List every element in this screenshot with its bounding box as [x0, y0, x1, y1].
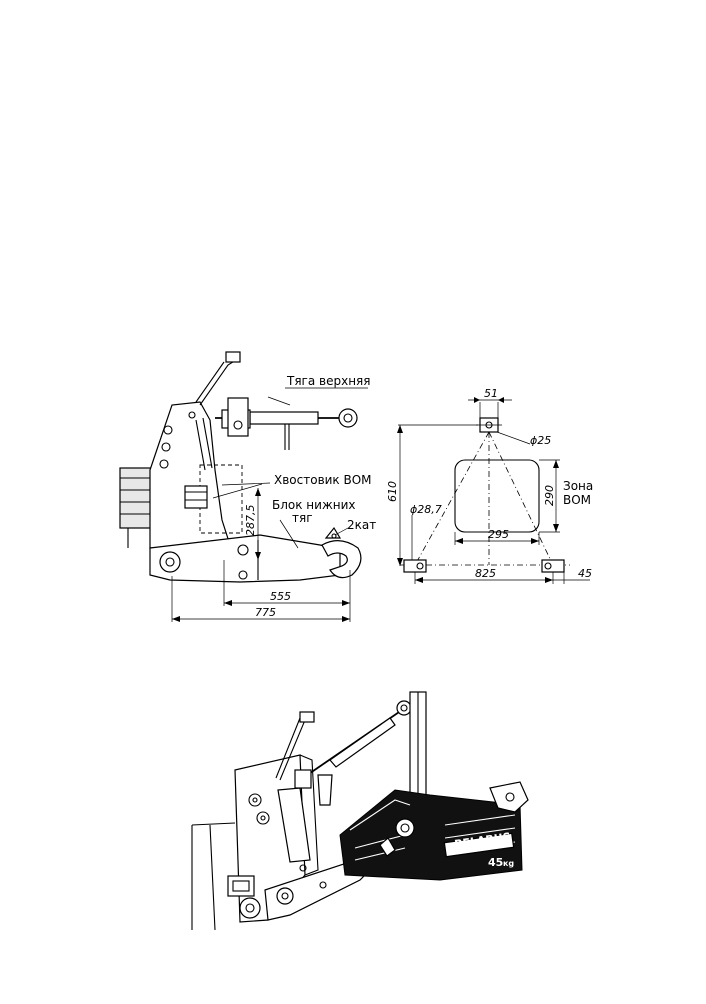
dim-zone-height: 290: [543, 485, 556, 506]
weight-mass: 45: [488, 856, 503, 869]
front-view-drawing: [397, 397, 590, 584]
dim-lower-hole: ϕ28,7: [410, 503, 442, 516]
label-zone-2: ВОМ: [563, 493, 591, 507]
dim-offset: 45: [578, 567, 592, 580]
label-zone-1: Зона: [563, 479, 593, 493]
label-lower-links-2: тяг: [292, 511, 313, 525]
side-view-drawing: [119, 351, 368, 622]
dim-pto-height: 287,5: [244, 505, 257, 537]
dim-top-width: 51: [484, 387, 498, 400]
dim-reach-inner: 555: [270, 590, 291, 603]
dim-top-hole: ϕ25: [530, 434, 551, 447]
label-upper-link: Тяга верхняя: [286, 374, 370, 388]
perspective-upper-link: [329, 717, 396, 768]
lower-links-block: [149, 534, 341, 583]
upper-link-body: [249, 411, 319, 425]
upper-link-ball-end: [338, 408, 358, 428]
dim-base-width: 825: [475, 567, 496, 580]
dim-height: 610: [386, 481, 399, 502]
lower-hook-cat2: [321, 540, 362, 579]
ballast-weights: [339, 789, 523, 881]
pto-zone-rect: [454, 459, 540, 533]
label-pto-shaft: Хвостовик ВОМ: [274, 473, 372, 487]
hitch-frame-bracket: [149, 401, 231, 549]
label-lower-links-1: Блок нижних: [272, 498, 356, 512]
pto-shaft-stub: [184, 485, 208, 509]
weight-unit: кg: [503, 859, 514, 868]
perspective-view-drawing: [191, 691, 529, 931]
label-category: 2кат: [347, 518, 376, 532]
dim-reach-outer: 775: [255, 606, 276, 619]
hitch-plate: [227, 875, 255, 897]
dim-zone-width: 295: [488, 528, 509, 541]
